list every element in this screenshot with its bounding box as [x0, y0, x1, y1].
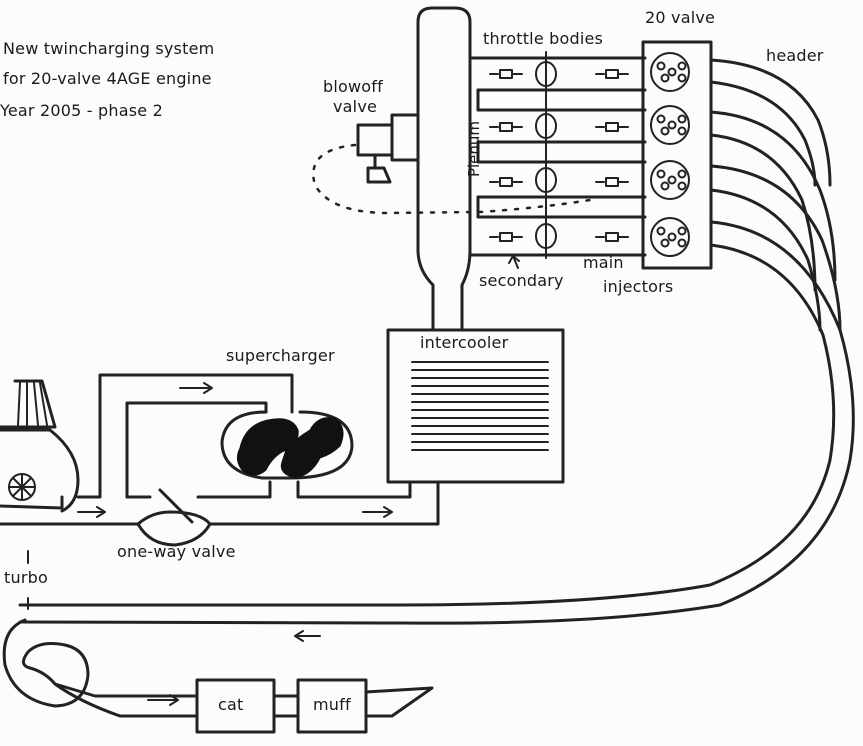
cylinder-head	[641, 40, 713, 270]
air-flow-arrow-top	[179, 382, 213, 394]
cylinders	[650, 52, 690, 257]
turbo-exhaust-housing	[2, 618, 199, 718]
throttle-body-discs	[535, 61, 557, 249]
air-filter	[0, 379, 57, 429]
compressor-housing	[0, 428, 80, 513]
header-label: header	[766, 46, 824, 65]
supercharger	[220, 410, 354, 480]
secondary-arrow	[508, 255, 520, 269]
cat-box	[195, 678, 276, 734]
plenum-shape	[416, 6, 472, 332]
main-injectors	[595, 69, 629, 242]
main-label: main	[583, 253, 624, 272]
throttle-bodies-label: throttle bodies	[483, 29, 604, 48]
valve-label: valve	[333, 97, 378, 116]
secondary-injectors	[489, 69, 523, 242]
supercharger-label: supercharger	[226, 346, 335, 365]
tailpipe	[364, 686, 434, 718]
intake-runners	[468, 56, 647, 257]
secondary-label: secondary	[479, 271, 564, 290]
air-flow-arrow-left	[77, 506, 106, 518]
turbo-label: turbo	[4, 568, 48, 587]
intake-plumbing	[0, 373, 440, 547]
plenum-label: Plenum	[465, 120, 483, 178]
air-flow-arrow-right	[362, 506, 393, 518]
cat-muff-link	[272, 694, 300, 718]
bypass-dashed-line	[312, 143, 592, 215]
intercooler	[386, 328, 565, 484]
blowoff-label: blowoff	[323, 77, 383, 96]
exhaust-header	[18, 58, 855, 625]
twenty-valve-label: 20 valve	[645, 8, 716, 27]
title-line-3: Year 2005 - phase 2	[0, 101, 163, 120]
title-line-2: for 20-valve 4AGE engine	[3, 69, 212, 88]
muff-label: muff	[313, 695, 351, 714]
compressor-wheel	[8, 473, 36, 501]
injectors-label: injectors	[603, 277, 674, 296]
one-way-valve-label: one-way valve	[117, 542, 236, 561]
cat-label: cat	[218, 695, 244, 714]
title-line-1: New twincharging system	[3, 39, 215, 58]
muff-box	[296, 678, 368, 734]
cat-flow-arrow	[147, 694, 179, 706]
exhaust-flow-arrow	[294, 630, 321, 642]
blowoff-valve	[356, 113, 420, 184]
intercooler-label: intercooler	[420, 333, 509, 352]
